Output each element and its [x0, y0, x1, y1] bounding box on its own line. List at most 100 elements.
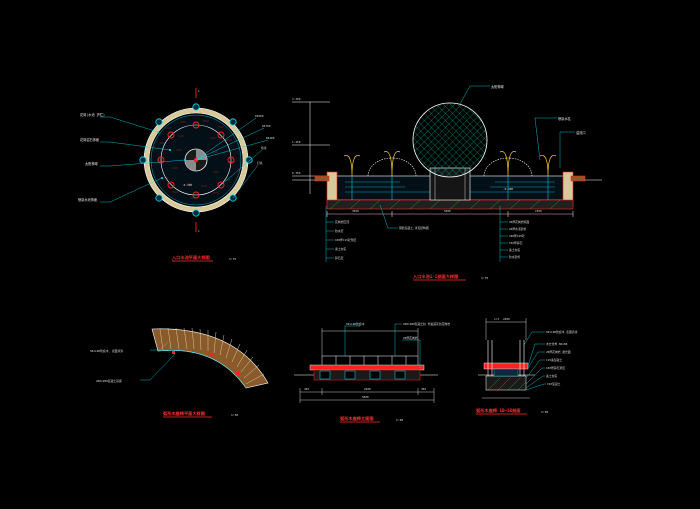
section-left-coping [314, 175, 330, 182]
plan-scale: 1:75 [229, 257, 236, 261]
plan-right-label-2: R2700 [262, 124, 271, 128]
plan-left-label-3: 太阳神球 [85, 161, 99, 166]
seat-sec-seat-top [483, 362, 529, 370]
section-bl-leaders [325, 206, 334, 262]
seat-elev-label-2: 200x200混凝土柱 外贴深灰色花岗岩 [403, 322, 450, 326]
section-height-3: 0.350 [292, 171, 301, 175]
section-mark-bottom-num: 1 [198, 229, 200, 233]
section-view: 3.300 1.450 0.350 [292, 84, 602, 281]
seat-elev-base [313, 369, 421, 381]
section-br-leaders [499, 206, 508, 262]
plan-left-leaders [100, 116, 186, 203]
seat-elev-label-3: 20厚花岗岩 [403, 336, 418, 340]
plan-left-label-4: 喷泉水池饰面 [78, 197, 97, 202]
section-top-label-3: 溢流口 [576, 130, 586, 135]
plan-right-label-4: 喷泉 [261, 146, 267, 150]
seat-plan-label-1: 50x100防腐木, 表面清漆 [90, 349, 123, 353]
seat-elev-scale: 1:50 [396, 418, 403, 422]
seat-plan-view: 50x100防腐木, 表面清漆 200x200混凝土基座 弧形木座椅平面大样图 … [90, 327, 269, 418]
section-bl-label-1: 花岗岩压顶 [335, 220, 349, 224]
section-center-leader [379, 204, 398, 229]
seat-sec-title: 弧形木座椅 1B—1B剖面 [476, 407, 521, 414]
seat-sec-posts [487, 340, 525, 376]
plan-left-leader-dots [157, 131, 186, 179]
section-mark-top-num: 1 [198, 89, 200, 93]
section-slab-hatch [329, 199, 561, 210]
section-br-label-5: 素土夯实 [509, 248, 520, 252]
plan-view: 1 1 花岗(水池 护栏) 花岗岩石饰面 太阳神球 喷泉水池饰面 R3000 R… [78, 88, 275, 262]
section-top-label-1: 太阳神球 [491, 84, 505, 89]
section-br-label-4: 150厚碎石 [509, 241, 523, 245]
seat-elev-studs [321, 356, 419, 365]
section-pipes [351, 176, 549, 200]
section-dim-1: 3500 [352, 209, 359, 213]
section-left-dome [367, 157, 417, 177]
section-bl-label-2: 防水层 [335, 229, 344, 233]
seat-plan-slats [159, 327, 265, 385]
plan-sphere-quadrant-2 [185, 160, 196, 171]
section-scale: 1:75 [481, 276, 488, 280]
seat-sec-label-3: 20厚花岗岩 磨光面 [546, 350, 571, 354]
seat-plan-leaders [140, 341, 176, 381]
section-bl-label-5: 碎石层 [335, 256, 344, 260]
plan-right-leaders [195, 117, 269, 199]
plan-inner-fountain-ring [160, 124, 232, 196]
seat-sec-label-7: C20混凝土 [547, 382, 561, 386]
plan-right-label-3: R2400 [266, 136, 275, 140]
section-bl-label-4: 素土夯实 [335, 247, 346, 251]
section-top-label-2: 喷泉水柱 [558, 116, 572, 121]
seat-elev-label-1: 50x100防腐木 [346, 322, 365, 326]
section-right-dome [483, 157, 533, 177]
section-dim-2: 5000 [444, 209, 451, 213]
seat-elev-dim-top-ticks [321, 328, 419, 356]
plan-level: -0.400 [182, 183, 192, 187]
seat-sec-label-1: 50x100防腐木 表面清漆 [546, 330, 578, 334]
plan-right-label-1: R3000 [255, 114, 264, 118]
plan-left-label-1: 花岗(水池 护栏) [80, 112, 105, 117]
section-dim-3: 1500 [535, 209, 542, 213]
section-waterline: -0.400 [503, 187, 513, 191]
seat-sec-dim-ticks [485, 318, 527, 340]
section-dim-ticks [326, 211, 574, 217]
plan-right-label-5: 灯具 [257, 161, 263, 165]
fountain-jet-icon [157, 121, 235, 199]
section-br-label-3: 100厚C20砼 [509, 234, 525, 238]
seat-sec-scale: 1:50 [541, 410, 548, 414]
section-top-leaders [459, 85, 575, 168]
seat-sec-label-6: 素土夯实 [546, 374, 557, 378]
section-fountain-jets [343, 151, 557, 177]
section-br-label-6: 防水砂浆 [509, 255, 520, 259]
seat-elev-dim-2: 2400 [364, 387, 371, 391]
seat-sec-label-2: 木方龙骨 60x80 [546, 342, 568, 346]
seat-plan-label-2: 200x200混凝土基座 [96, 379, 122, 383]
seat-sec-label-4: C15素混凝土 [546, 358, 562, 362]
seat-plan-scale: 1:50 [231, 413, 238, 417]
seat-sec-top-1: 1/3 [494, 317, 499, 321]
section-height-2: 1.450 [292, 140, 301, 144]
plan-left-label-2: 花岗岩石饰面 [80, 137, 99, 142]
plan-sphere-quadrant [196, 149, 207, 160]
section-base-slab [326, 199, 574, 210]
section-right-coping [570, 175, 586, 182]
seat-elev-leaders [344, 323, 421, 368]
seat-elev-dim-3: 450 [421, 387, 426, 391]
seat-plan-title: 弧形木座椅平面大样图 [163, 410, 205, 417]
seat-elev-top [309, 364, 425, 371]
seat-elev-legs [319, 370, 406, 380]
section-height-ticks [292, 101, 330, 177]
seat-plan-inner-edge [157, 350, 247, 389]
plan-title: 入口水池平面大样图 [171, 254, 210, 261]
section-title: 入口水池1-1剖面大样图 [412, 273, 458, 280]
seat-sec-base-hatch [487, 377, 527, 391]
seat-sec-core [493, 368, 519, 377]
section-bl-label-3: 100厚C15砼垫层 [335, 238, 356, 242]
seat-section-view: 1/3 2400 50x100防腐木 表面清漆 木方龙骨 60x80 20厚花岗… [476, 317, 578, 415]
seat-sec-label-5: 100厚碎石垫层 [546, 366, 565, 370]
seat-sec-leaders [523, 331, 546, 391]
seat-elev-dim-bottom-ticks [299, 388, 435, 403]
section-center-note: 钢筋混凝土,详见结构图 [399, 226, 429, 230]
seat-elev-dim-4: 5600 [362, 395, 369, 399]
seat-elev-title: 弧形木座椅立面图 [340, 415, 374, 422]
seat-elev-dim-1: 450 [304, 387, 309, 391]
